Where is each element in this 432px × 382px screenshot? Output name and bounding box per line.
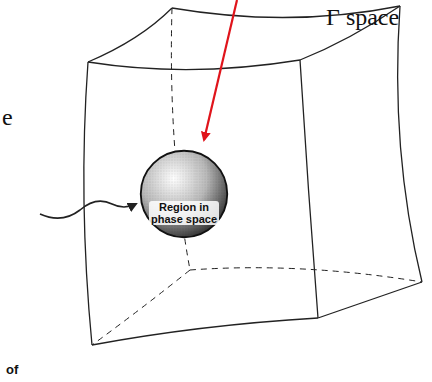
text-label: e [2, 104, 13, 131]
phase-region-sphere: Region in phase space [138, 148, 230, 240]
red-arrow [204, 0, 237, 140]
region-label: Region in phase space [149, 201, 219, 225]
text-label: of [6, 362, 18, 377]
pointer-arrow [40, 201, 136, 218]
sphere-outline [138, 148, 230, 240]
curved-box [84, 6, 422, 345]
text-label: Γ space [326, 4, 399, 31]
